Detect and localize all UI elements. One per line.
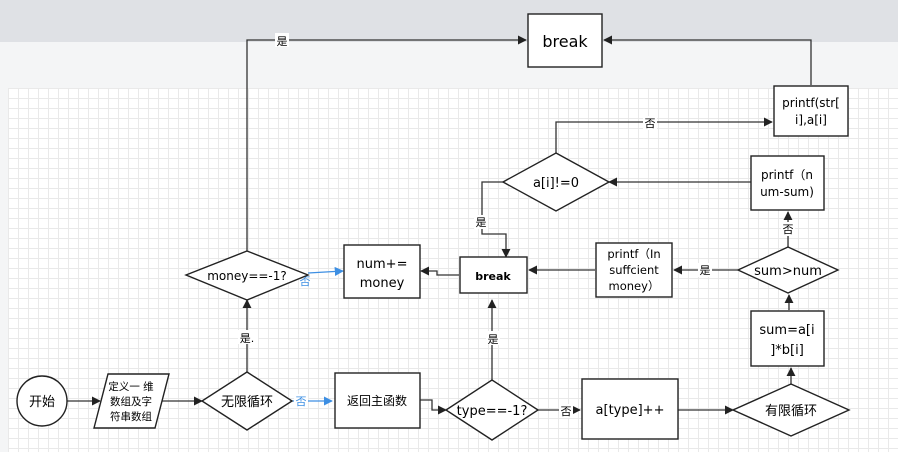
node-printf-num-sum-line-1: printf（n bbox=[761, 168, 813, 182]
label-loop-yes: 是. bbox=[240, 332, 255, 345]
node-finite-loop-label: 有限循环 bbox=[765, 404, 817, 419]
edge-money-breaktop[interactable] bbox=[246, 35, 527, 251]
node-break-mid[interactable]: break bbox=[459, 256, 528, 294]
node-define-line-2: 数组及字 bbox=[110, 395, 152, 408]
node-break-top[interactable]: break bbox=[527, 13, 603, 68]
node-printf-str[interactable]: printf(str[ i],a[i] bbox=[773, 85, 849, 137]
node-printf-insufficient[interactable]: printf（In suffcient money） bbox=[595, 242, 673, 298]
node-a-type[interactable]: a[type]++ bbox=[581, 378, 679, 440]
editor-toolbar-strip bbox=[0, 0, 898, 42]
node-printf-num-sum-line-2: um-sum) bbox=[760, 185, 814, 199]
label-sum-no: 否 bbox=[783, 223, 794, 236]
edge-ai-printfstr[interactable] bbox=[555, 117, 773, 153]
label-money-no: 否 bbox=[300, 275, 311, 288]
label-sum-yes: 是 bbox=[700, 264, 711, 277]
node-num-add-line-2: money bbox=[360, 276, 405, 291]
node-ai-cond-label: a[i]!=0 bbox=[533, 176, 579, 191]
node-num-add-line-1: num+= bbox=[357, 257, 408, 272]
node-break-top-label: break bbox=[542, 32, 588, 51]
label-type-yes: 是 bbox=[488, 333, 499, 346]
edge-break-num[interactable] bbox=[420, 266, 459, 276]
node-printf-str-line-2: i],a[i] bbox=[795, 113, 827, 127]
label-ai-no: 否 bbox=[645, 117, 656, 130]
node-start[interactable]: 开始 bbox=[16, 375, 68, 427]
edge-return-type[interactable] bbox=[420, 399, 447, 415]
node-define-line-3: 符串数组 bbox=[110, 410, 152, 423]
node-infinite-loop[interactable]: 无限循环 bbox=[200, 371, 294, 431]
edge-money-num[interactable] bbox=[307, 266, 344, 277]
edge-labels: 是 否 是. 否 是 否 是 否 是 否 bbox=[238, 33, 795, 418]
node-num-add[interactable]: num+= money bbox=[343, 244, 421, 299]
node-start-label: 开始 bbox=[29, 395, 55, 410]
node-sum-cond-label: sum>num bbox=[754, 264, 822, 279]
edge-printfstr-break[interactable] bbox=[603, 35, 812, 85]
label-money-yes: 是 bbox=[277, 35, 288, 48]
node-money-cond[interactable]: money==-1? bbox=[184, 250, 310, 301]
node-sum-cond[interactable]: sum>num bbox=[736, 246, 840, 294]
node-type-cond-label: type==-1? bbox=[457, 404, 528, 419]
node-finite-loop[interactable]: 有限循环 bbox=[731, 383, 851, 437]
node-a-type-label: a[type]++ bbox=[596, 403, 665, 418]
node-return-main-label: 返回主函数 bbox=[347, 393, 407, 408]
node-printf-str-line-1: printf(str[ bbox=[782, 96, 840, 110]
label-type-no: 否 bbox=[561, 405, 572, 418]
node-printf-insufficient-line-3: money） bbox=[609, 279, 660, 293]
node-sum-calc-line-1: sum=a[i bbox=[759, 323, 814, 338]
node-type-cond[interactable]: type==-1? bbox=[444, 379, 540, 441]
node-printf-num-sum[interactable]: printf（n um-sum) bbox=[750, 155, 825, 211]
node-sum-calc-line-2: ]*b[i] bbox=[770, 343, 804, 358]
node-define[interactable]: 定义一 维 数组及字 符串数组 bbox=[93, 373, 170, 429]
node-define-line-1: 定义一 维 bbox=[108, 380, 154, 393]
node-ai-cond[interactable]: a[i]!=0 bbox=[501, 152, 611, 212]
node-printf-insufficient-line-1: printf（In bbox=[607, 247, 660, 261]
label-loop-no: 否 bbox=[296, 395, 307, 408]
node-infinite-loop-label: 无限循环 bbox=[221, 395, 273, 410]
nodes: 开始 定义一 维 数组及字 符串数组 无限循环 money==-1? bbox=[16, 13, 851, 441]
node-return-main[interactable]: 返回主函数 bbox=[334, 372, 421, 429]
edge-ai-break[interactable] bbox=[481, 181, 511, 258]
edges bbox=[66, 35, 812, 415]
label-ai-yes: 是 bbox=[476, 216, 487, 229]
node-break-mid-label: break bbox=[475, 270, 511, 283]
node-printf-insufficient-line-2: suffcient bbox=[609, 263, 659, 277]
node-sum-calc[interactable]: sum=a[i ]*b[i] bbox=[750, 310, 825, 367]
node-money-cond-label: money==-1? bbox=[207, 269, 287, 283]
